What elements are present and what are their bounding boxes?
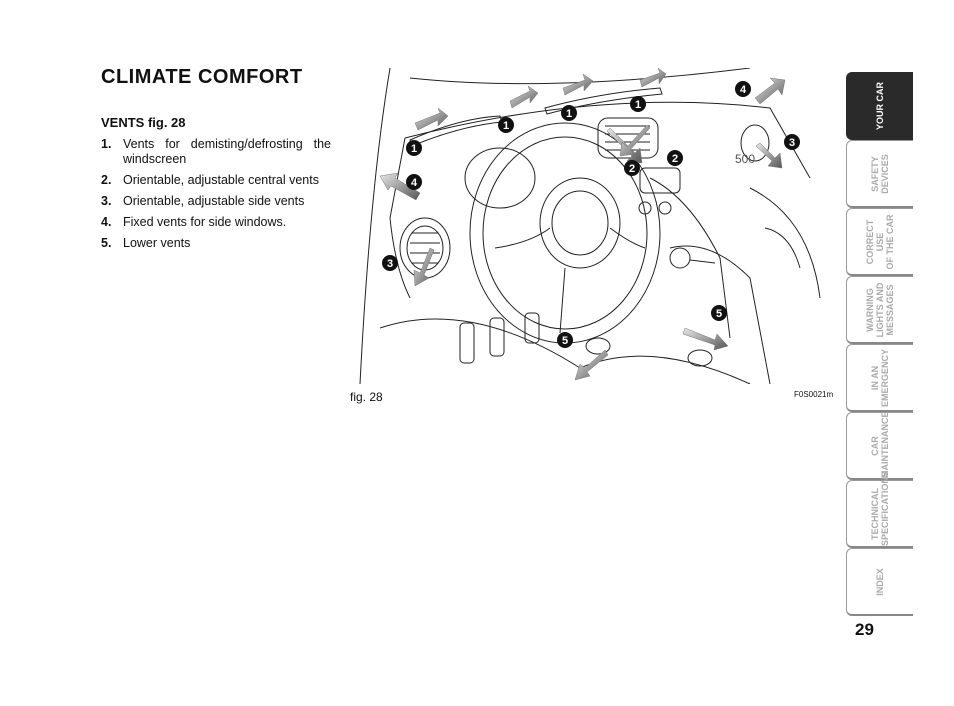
list-item: 3.Orientable, adjustable side vents xyxy=(101,194,305,208)
callout-4: 4 xyxy=(411,177,418,189)
callout-1: 1 xyxy=(635,99,641,111)
callout-2: 2 xyxy=(672,153,678,165)
vents-list: 1.Vents for demisting/defrosting the win… xyxy=(101,137,331,257)
tab-your-car[interactable]: YOUR CAR xyxy=(846,72,913,140)
callout-1: 1 xyxy=(566,108,572,120)
callout-4: 4 xyxy=(740,84,747,96)
tab-car-maintenance[interactable]: CAR MAINTENANCE xyxy=(846,411,913,480)
callout-5: 5 xyxy=(716,308,722,320)
tab-warning-lights[interactable]: WARNING LIGHTS AND MESSAGES xyxy=(846,276,913,344)
dashboard-vents-illustration: 500 1 1 1 1 2 2 3 3 4 4 5 5 xyxy=(359,68,821,384)
callout-1: 1 xyxy=(503,120,509,132)
tab-index[interactable]: INDEX xyxy=(846,548,913,616)
list-item: 4.Fixed vents for side windows. xyxy=(101,215,287,229)
page-title: CLIMATE COMFORT xyxy=(101,66,303,88)
tab-technical-specifications[interactable]: TECHNICAL SPECIFICATIONS xyxy=(846,471,913,548)
tab-correct-use[interactable]: CORRECT USE OF THE CAR xyxy=(846,208,913,276)
list-item: 5.Lower vents xyxy=(101,236,191,250)
callout-3: 3 xyxy=(789,137,795,149)
figure-code: F0S0021m xyxy=(794,390,834,399)
callout-1: 1 xyxy=(411,143,417,155)
callout-2: 2 xyxy=(629,163,635,175)
figure-caption: fig. 28 xyxy=(350,390,383,404)
section-heading: VENTS fig. 28 xyxy=(101,115,186,130)
list-item: 2.Orientable, adjustable central vents xyxy=(101,173,319,187)
svg-text:500: 500 xyxy=(735,152,755,166)
callout-5: 5 xyxy=(562,335,568,347)
tab-safety-devices[interactable]: SAFETY DEVICES xyxy=(846,140,913,208)
list-item: 1.Vents for demisting/defrosting the win… xyxy=(101,137,331,166)
tab-in-an-emergency[interactable]: IN AN EMERGENCY xyxy=(846,344,913,412)
page-number: 29 xyxy=(855,620,874,639)
callout-3: 3 xyxy=(387,258,393,270)
